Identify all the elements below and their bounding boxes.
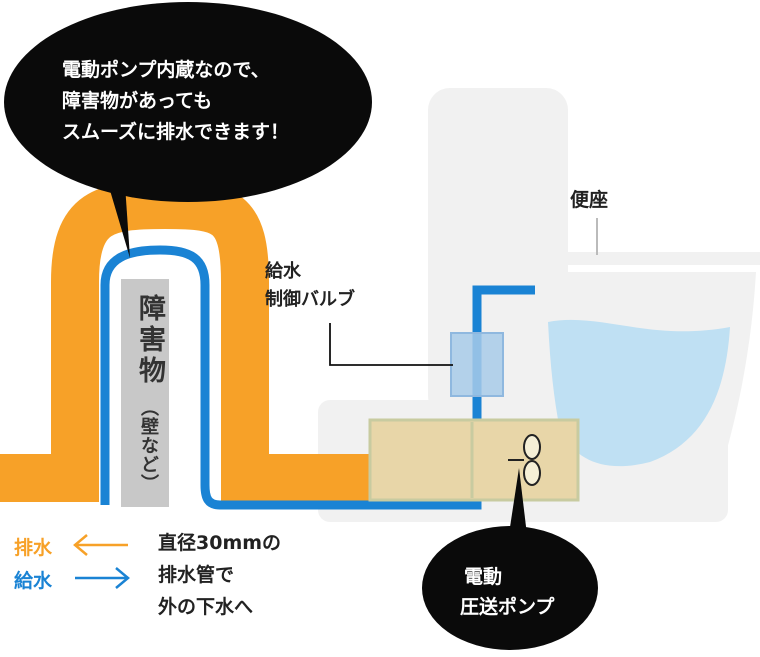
bowl-water [548,319,730,467]
supply-valve [450,332,504,397]
pump-bubble [422,526,598,650]
bubble-line-1: 電動ポンプ内蔵なので、 [62,59,270,81]
bubble-line-3: スムーズに排水できます！ [62,121,290,143]
drain-legend-arrow-icon [73,534,128,556]
pump-bubble-line-2: 圧送ポンプ [460,596,555,618]
propeller-icon [508,434,541,486]
legend-supply-label: 給水 [14,570,53,592]
pump-bubble-line-1: 電動 [464,566,503,588]
seat-label: 便座 [570,189,609,211]
supply-pipe [100,245,535,510]
bubble-line-2: 障害物があっても [62,90,213,112]
obstacle-sublabel: （壁など） [138,398,159,493]
pump-bubble-text: 電動 圧送ポンプ [460,562,554,622]
speech-bubble-text: 電動ポンプ内蔵なので、 障害物があっても スムーズに排水できます！ [62,55,362,148]
valve-label-line-1: 給水 [265,261,301,282]
valve-label: 給水 制御バルブ [265,258,355,314]
legend-drain-label: 排水 [14,537,53,559]
pump-housing [368,418,580,502]
obstacle-wall [121,279,169,507]
pipe-note-line-3: 外の下水へ [158,596,254,618]
valve-label-line-2: 制御バルブ [265,289,355,310]
pipe-note-line-2: 排水管で [158,564,235,586]
pipe-note: 直径30mmの 排水管で 外の下水へ [158,527,281,623]
valve-leader-line [329,323,453,366]
drain-pipe [0,180,380,502]
pipe-note-line-1: 直径30mmの [158,532,282,554]
speech-bubble [4,2,372,202]
supply-legend-arrow-icon [75,567,130,589]
obstacle-label: 障害物 [134,294,165,387]
